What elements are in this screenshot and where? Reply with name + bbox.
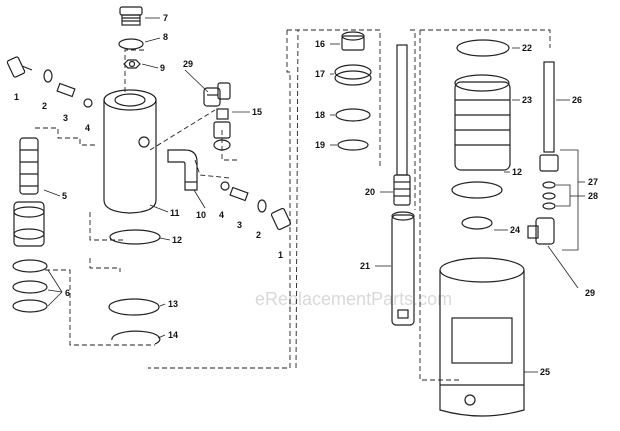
- part-27-28-fittings: [539, 154, 559, 210]
- part-14-snapring: [111, 330, 161, 345]
- callout-25: 25: [540, 367, 550, 377]
- leader-lines: [43, 17, 585, 373]
- callout-24: 24: [510, 225, 520, 235]
- callout-2-right: 2: [256, 230, 261, 240]
- callout-13: 13: [168, 299, 178, 309]
- callout-26: 26: [572, 95, 582, 105]
- callout-labels: 7 8 9 29 15 1 2 3 4 5 6 10 11 12 4 3 2 1…: [14, 13, 598, 377]
- callout-20: 20: [365, 187, 375, 197]
- callout-23: 23: [522, 95, 532, 105]
- part-21-sleeve: [391, 211, 415, 326]
- part-17-packing-nut: [334, 64, 372, 86]
- part-9-nut: [123, 59, 141, 69]
- assembly-guide-lines: [35, 29, 551, 381]
- callout-22: 22: [522, 43, 532, 53]
- part-11-cylinder: [103, 89, 157, 214]
- part-12-oring-right: [451, 181, 503, 199]
- callout-2-left: 2: [42, 101, 47, 111]
- part-6-orings: [12, 259, 48, 313]
- part-8-oring: [118, 38, 144, 50]
- part-7-plug: [119, 6, 143, 26]
- callout-8: 8: [163, 32, 168, 42]
- watermark-text: eReplacementParts.com: [255, 289, 452, 309]
- part-22-ring: [456, 39, 510, 57]
- callout-12-right: 12: [512, 167, 522, 177]
- left-fitting-group: [6, 56, 93, 108]
- callout-4-left: 4: [85, 123, 90, 133]
- part-5-cartridge: [13, 137, 45, 247]
- part-29-elbow-left: [203, 82, 231, 107]
- right-fitting-group: [220, 181, 292, 231]
- part-15-fitting: [213, 108, 231, 151]
- part-20-rod: [393, 44, 411, 206]
- callout-14: 14: [168, 330, 178, 340]
- callout-1-left: 1: [14, 92, 19, 102]
- callout-3-right: 3: [237, 220, 242, 230]
- callout-12-left: 12: [172, 235, 182, 245]
- part-23-packing: [454, 74, 511, 171]
- callout-21: 21: [360, 261, 370, 271]
- callout-18: 18: [315, 110, 325, 120]
- callout-17: 17: [315, 69, 325, 79]
- callout-4-right: 4: [219, 210, 224, 220]
- callout-19: 19: [315, 140, 325, 150]
- callout-27: 27: [588, 177, 598, 187]
- part-18-ring: [335, 108, 371, 122]
- part-24-ring: [461, 216, 493, 230]
- part-12-oring: [109, 229, 161, 245]
- callout-9: 9: [160, 63, 165, 73]
- callout-29-right: 29: [585, 288, 595, 298]
- part-16-nut: [341, 31, 365, 51]
- part-19-ring: [337, 139, 369, 151]
- callout-7: 7: [163, 13, 168, 23]
- callout-10: 10: [196, 210, 206, 220]
- part-25-housing: [439, 257, 525, 417]
- callout-5: 5: [62, 191, 67, 201]
- callout-16: 16: [315, 39, 325, 49]
- part-29-tee-right: [527, 217, 555, 245]
- callout-15: 15: [252, 107, 262, 117]
- callout-3-left: 3: [63, 113, 68, 123]
- callout-28: 28: [588, 191, 598, 201]
- part-26-rod: [543, 61, 555, 153]
- callout-29-left: 29: [183, 59, 193, 69]
- callout-1-right: 1: [278, 250, 283, 260]
- part-10-elbow: [167, 149, 198, 191]
- callout-6: 6: [65, 288, 70, 298]
- callout-11: 11: [170, 208, 180, 218]
- part-13-ring: [108, 298, 160, 316]
